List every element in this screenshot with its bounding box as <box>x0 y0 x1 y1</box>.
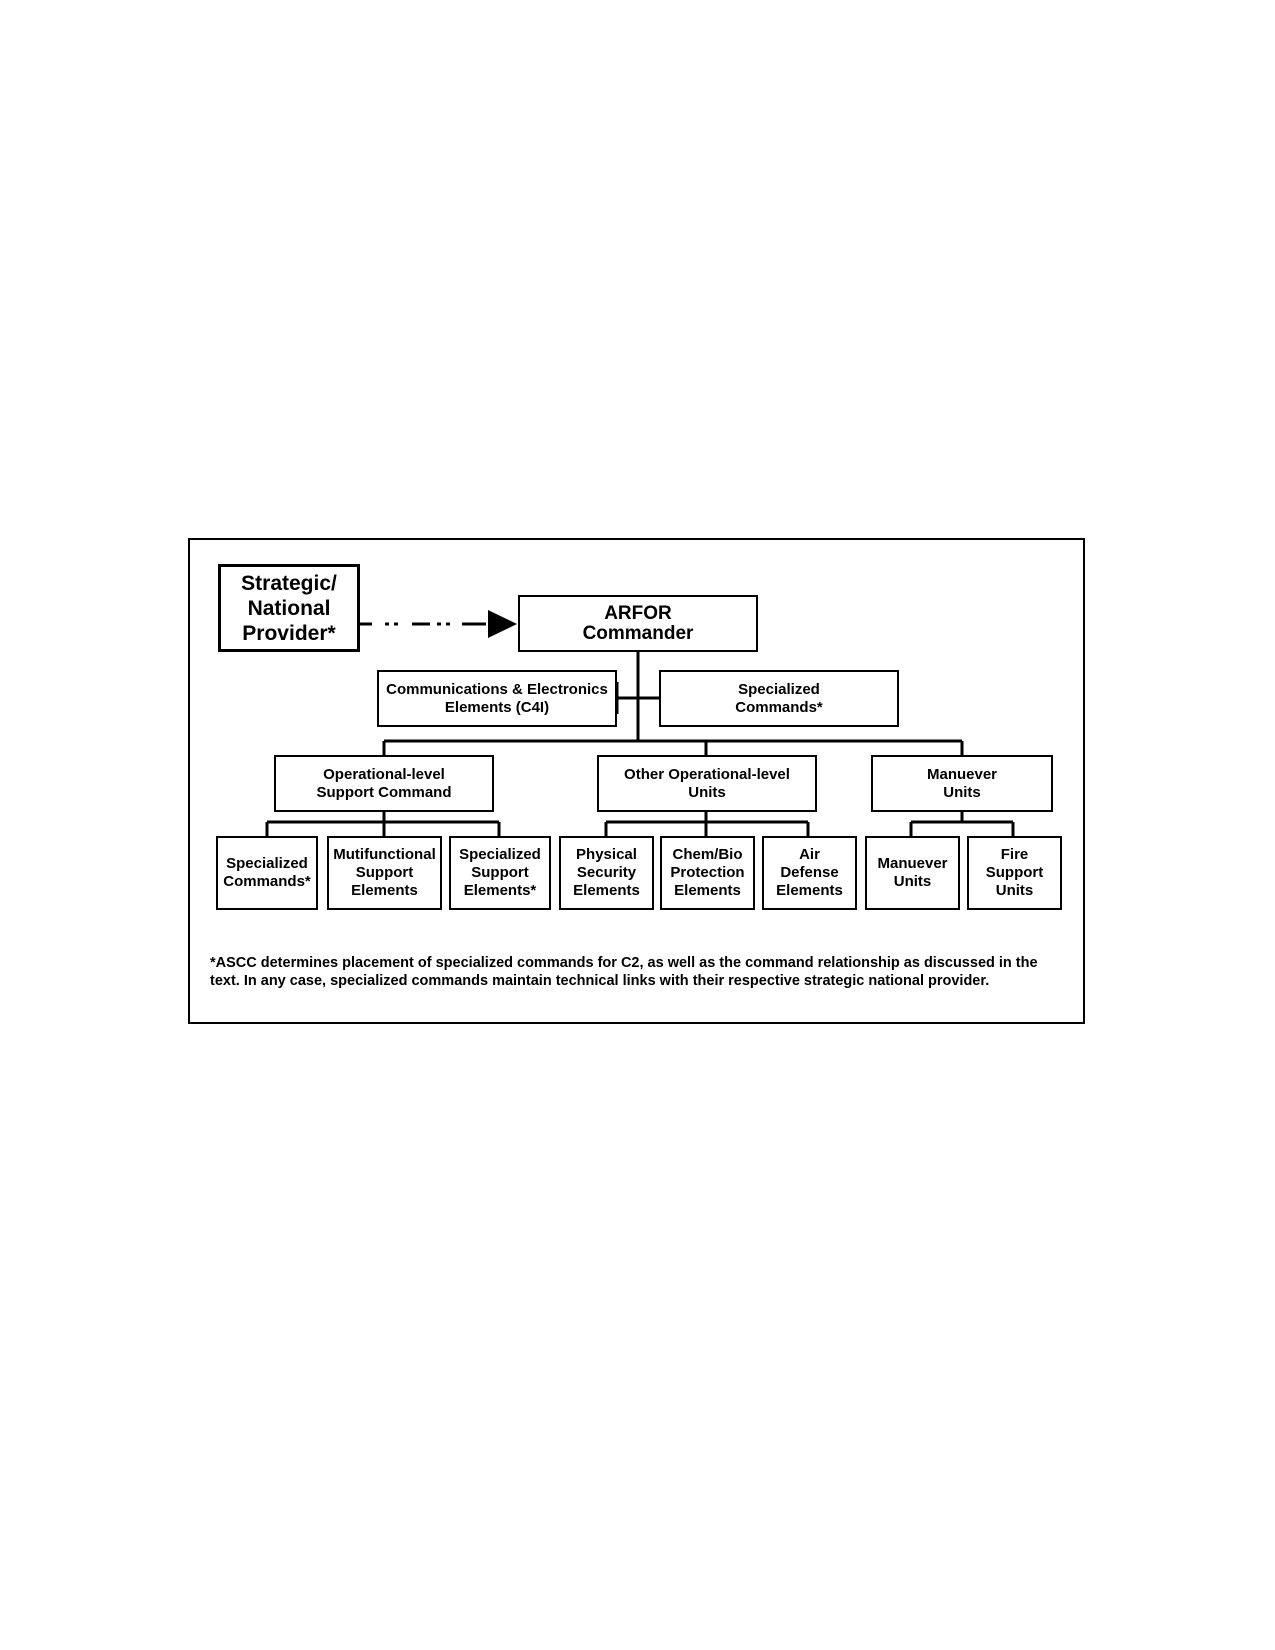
arrowhead <box>488 610 517 638</box>
node-strategic-national-provider: Strategic/ National Provider* <box>218 564 360 652</box>
node-operational-support-command: Operational-level Support Command <box>274 755 494 812</box>
node-manuever-units-top: Manuever Units <box>871 755 1053 812</box>
node-physical-security: Physical Security Elements <box>559 836 654 910</box>
node-arfor-commander: ARFOR Commander <box>518 595 758 652</box>
node-fire-support-units: Fire Support Units <box>967 836 1062 910</box>
node-specialized-commands-top: Specialized Commands* <box>659 670 899 727</box>
node-specialized-commands: Specialized Commands* <box>216 836 318 910</box>
node-air-defense: Air Defense Elements <box>762 836 857 910</box>
node-chem-bio-protection: Chem/Bio Protection Elements <box>660 836 755 910</box>
node-manuever-units: Manuever Units <box>865 836 960 910</box>
node-specialized-support: Specialized Support Elements* <box>449 836 551 910</box>
node-multifunctional-support: Mutifunctional Support Elements <box>327 836 442 910</box>
footnote: *ASCC determines placement of specialize… <box>210 955 1038 989</box>
node-communications-electronics: Communications & Electronics Elements (C… <box>377 670 617 727</box>
node-other-operational-units: Other Operational-level Units <box>597 755 817 812</box>
diagram-frame <box>188 538 1085 1024</box>
